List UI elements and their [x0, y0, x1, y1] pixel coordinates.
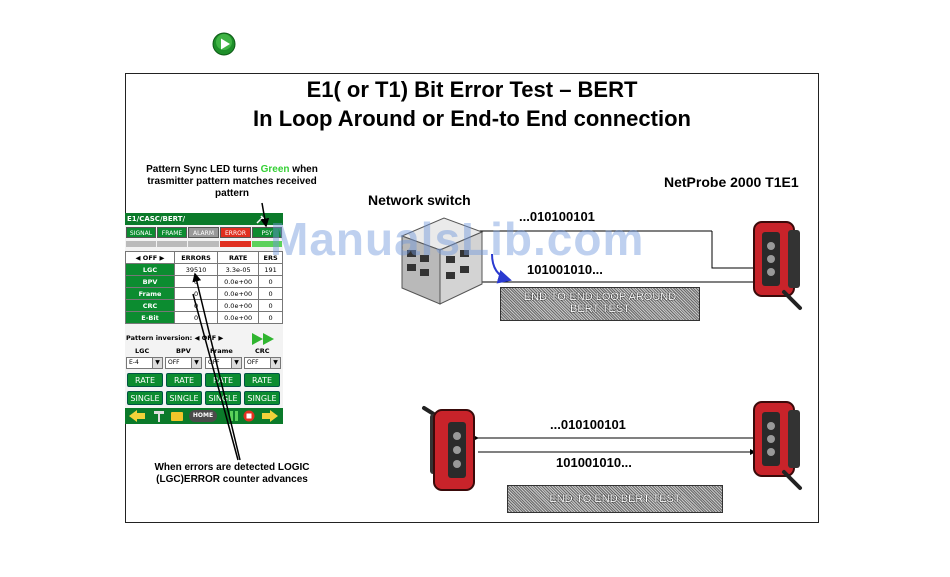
- table-row: Frame 0 0.0e+00 0: [125, 287, 283, 300]
- led-psy: [252, 241, 282, 247]
- loop-bits-bottom: 101001010...: [527, 262, 603, 277]
- chevron-down-icon: ▼: [231, 358, 241, 368]
- fast-forward-icon[interactable]: [251, 332, 277, 346]
- e2e-caption: END-TO END BERT TEST: [507, 485, 723, 513]
- netprobe-device-icon: [753, 221, 802, 310]
- status-signal[interactable]: SIGNAL: [126, 227, 156, 238]
- pattern-inversion-row[interactable]: Pattern inversion: ◀ OFF ▶: [126, 334, 224, 342]
- netprobe-label: NetProbe 2000 T1E1: [664, 174, 799, 190]
- slide-title-line1: E1( or T1) Bit Error Test – BERT: [306, 77, 638, 102]
- slide-title-line2: In Loop Around or End-to End connection: [253, 106, 691, 131]
- sync-callout-arrow: [260, 202, 270, 228]
- rate-button-bpv[interactable]: RATE: [166, 373, 202, 387]
- column-header: ERRORS: [173, 251, 219, 264]
- single-button-bpv[interactable]: SINGLE: [166, 391, 202, 405]
- chevron-down-icon: ▼: [191, 358, 201, 368]
- rate-cell: 3.3e-05: [217, 263, 260, 276]
- single-button-crc[interactable]: SINGLE: [244, 391, 280, 405]
- forward-arrow-icon[interactable]: [262, 410, 278, 422]
- status-error[interactable]: ERROR: [220, 227, 251, 238]
- loop-bits-top: ...010100101: [519, 209, 595, 224]
- row-label: BPV: [125, 275, 175, 288]
- ers-cell: 0: [258, 275, 283, 288]
- inject-select-bpv[interactable]: OFF▼: [165, 357, 202, 369]
- column-header: ERS: [258, 251, 283, 264]
- led-error: [220, 241, 251, 247]
- inject-select-lgc[interactable]: E-4▼: [126, 357, 163, 369]
- network-switch-icon: [400, 217, 484, 305]
- home-button[interactable]: HOME: [189, 410, 217, 422]
- column-header: RATE: [217, 251, 260, 264]
- error-callout-arrow-2: [192, 293, 239, 461]
- row-label: CRC: [125, 299, 175, 312]
- rate-button-frame[interactable]: RATE: [205, 373, 241, 387]
- single-button-lgc[interactable]: SINGLE: [127, 391, 163, 405]
- tools-icon[interactable]: [153, 410, 165, 422]
- led-alarm: [188, 241, 219, 247]
- inject-select-frame[interactable]: OFF▼: [205, 357, 242, 369]
- chevron-down-icon: ▼: [270, 358, 280, 368]
- status-psy[interactable]: PSY: [252, 227, 282, 238]
- inject-label-bpv: BPV: [176, 347, 191, 355]
- watermark: ManualsLib.com: [270, 213, 645, 265]
- inject-label-crc: CRC: [255, 347, 270, 355]
- stop-icon[interactable]: [243, 410, 255, 422]
- inject-label-frame: Frame: [210, 347, 233, 355]
- pattern-sync-callout: Pattern Sync LED turns Green when trasmi…: [146, 164, 318, 199]
- status-frame[interactable]: FRAME: [157, 227, 187, 238]
- rate-button-crc[interactable]: RATE: [244, 373, 280, 387]
- rate-button-lgc[interactable]: RATE: [127, 373, 163, 387]
- screen-path: E1/CASC/BERT/: [125, 213, 283, 225]
- mode-selector[interactable]: ◀ OFF ▶: [125, 251, 175, 264]
- chevron-down-icon: ▼: [152, 358, 162, 368]
- netprobe-device-right-icon: [753, 401, 802, 490]
- table-row: LGC 39510 3.3e-05 191: [125, 263, 283, 276]
- error-callout-arrow-1: [192, 272, 241, 461]
- loop-tx-to-probe: [711, 231, 757, 269]
- netprobe-device-left-icon: [422, 406, 475, 491]
- row-label: LGC: [125, 263, 175, 276]
- play-icon[interactable]: [212, 32, 236, 56]
- ers-cell: 0: [258, 287, 283, 300]
- led-signal: [126, 241, 156, 247]
- row-label: Frame: [125, 287, 175, 300]
- ers-cell: 191: [258, 263, 283, 276]
- pattern-inversion-value: OFF: [201, 334, 217, 342]
- row-label: E-Bit: [125, 311, 175, 324]
- rate-cell: 0.0e+00: [217, 311, 260, 324]
- inject-label-lgc: LGC: [135, 347, 150, 355]
- back-arrow-icon[interactable]: [129, 410, 145, 422]
- ers-cell: 0: [258, 311, 283, 324]
- logic-error-callout: When errors are detected LOGIC (LGC)ERRO…: [154, 462, 310, 485]
- pause-icon[interactable]: [229, 410, 241, 422]
- led-frame: [157, 241, 187, 247]
- e2e-bits-bottom: 101001010...: [556, 455, 632, 470]
- e2e-bits-top: ...010100101: [550, 417, 626, 432]
- folder-icon[interactable]: [171, 410, 183, 422]
- table-row: BPV 0 0.0e+00 0: [125, 275, 283, 288]
- network-switch-label: Network switch: [368, 192, 471, 208]
- pattern-inversion-label: Pattern inversion:: [126, 334, 193, 342]
- inject-select-crc[interactable]: OFF▼: [244, 357, 281, 369]
- status-alarm[interactable]: ALARM: [188, 227, 219, 238]
- loop-return-arrow: [491, 253, 512, 284]
